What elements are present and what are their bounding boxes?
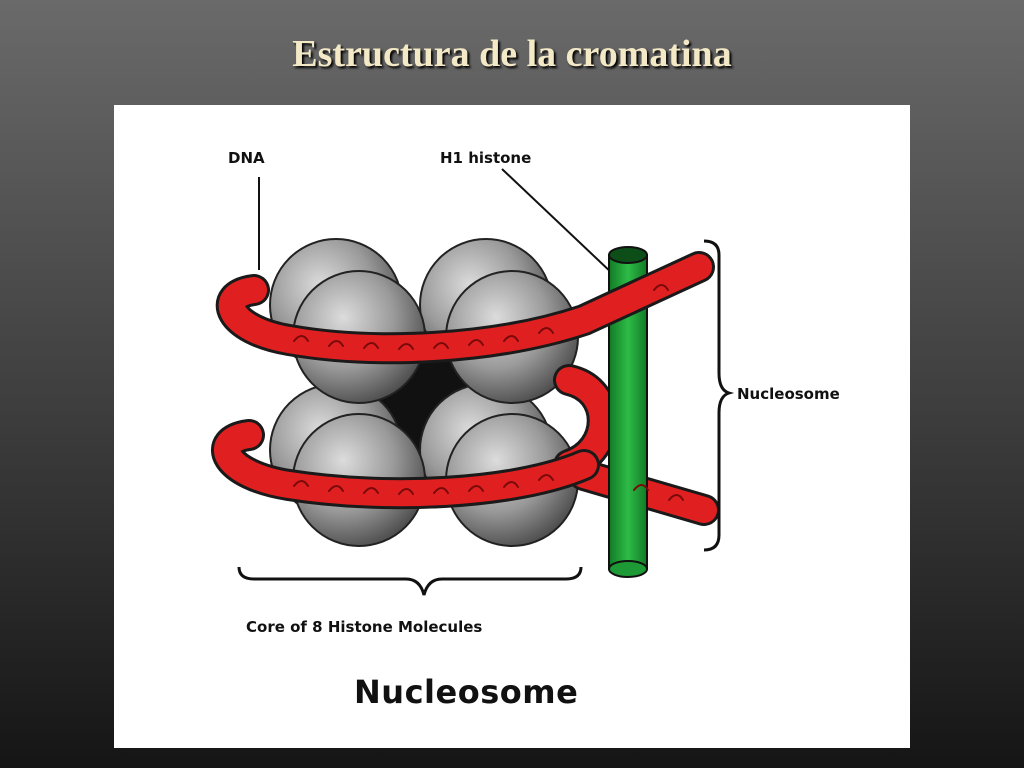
slide-title: Estructura de la cromatina [292, 33, 732, 75]
diagram-caption: Nucleosome [354, 673, 579, 711]
core-label: Core of 8 Histone Molecules [246, 618, 483, 636]
diagram-panel: DNA H1 histone Nucleosome Core of 8 Hist… [114, 105, 910, 748]
h1-leader-line [501, 168, 615, 276]
core-bracket [237, 566, 583, 596]
h1-histone-label: H1 histone [440, 149, 532, 167]
nucleosome-bracket [703, 239, 735, 552]
dna-label: DNA [228, 149, 265, 167]
nucleosome-diagram [211, 168, 735, 596]
nucleosome-side-label: Nucleosome [737, 385, 840, 403]
